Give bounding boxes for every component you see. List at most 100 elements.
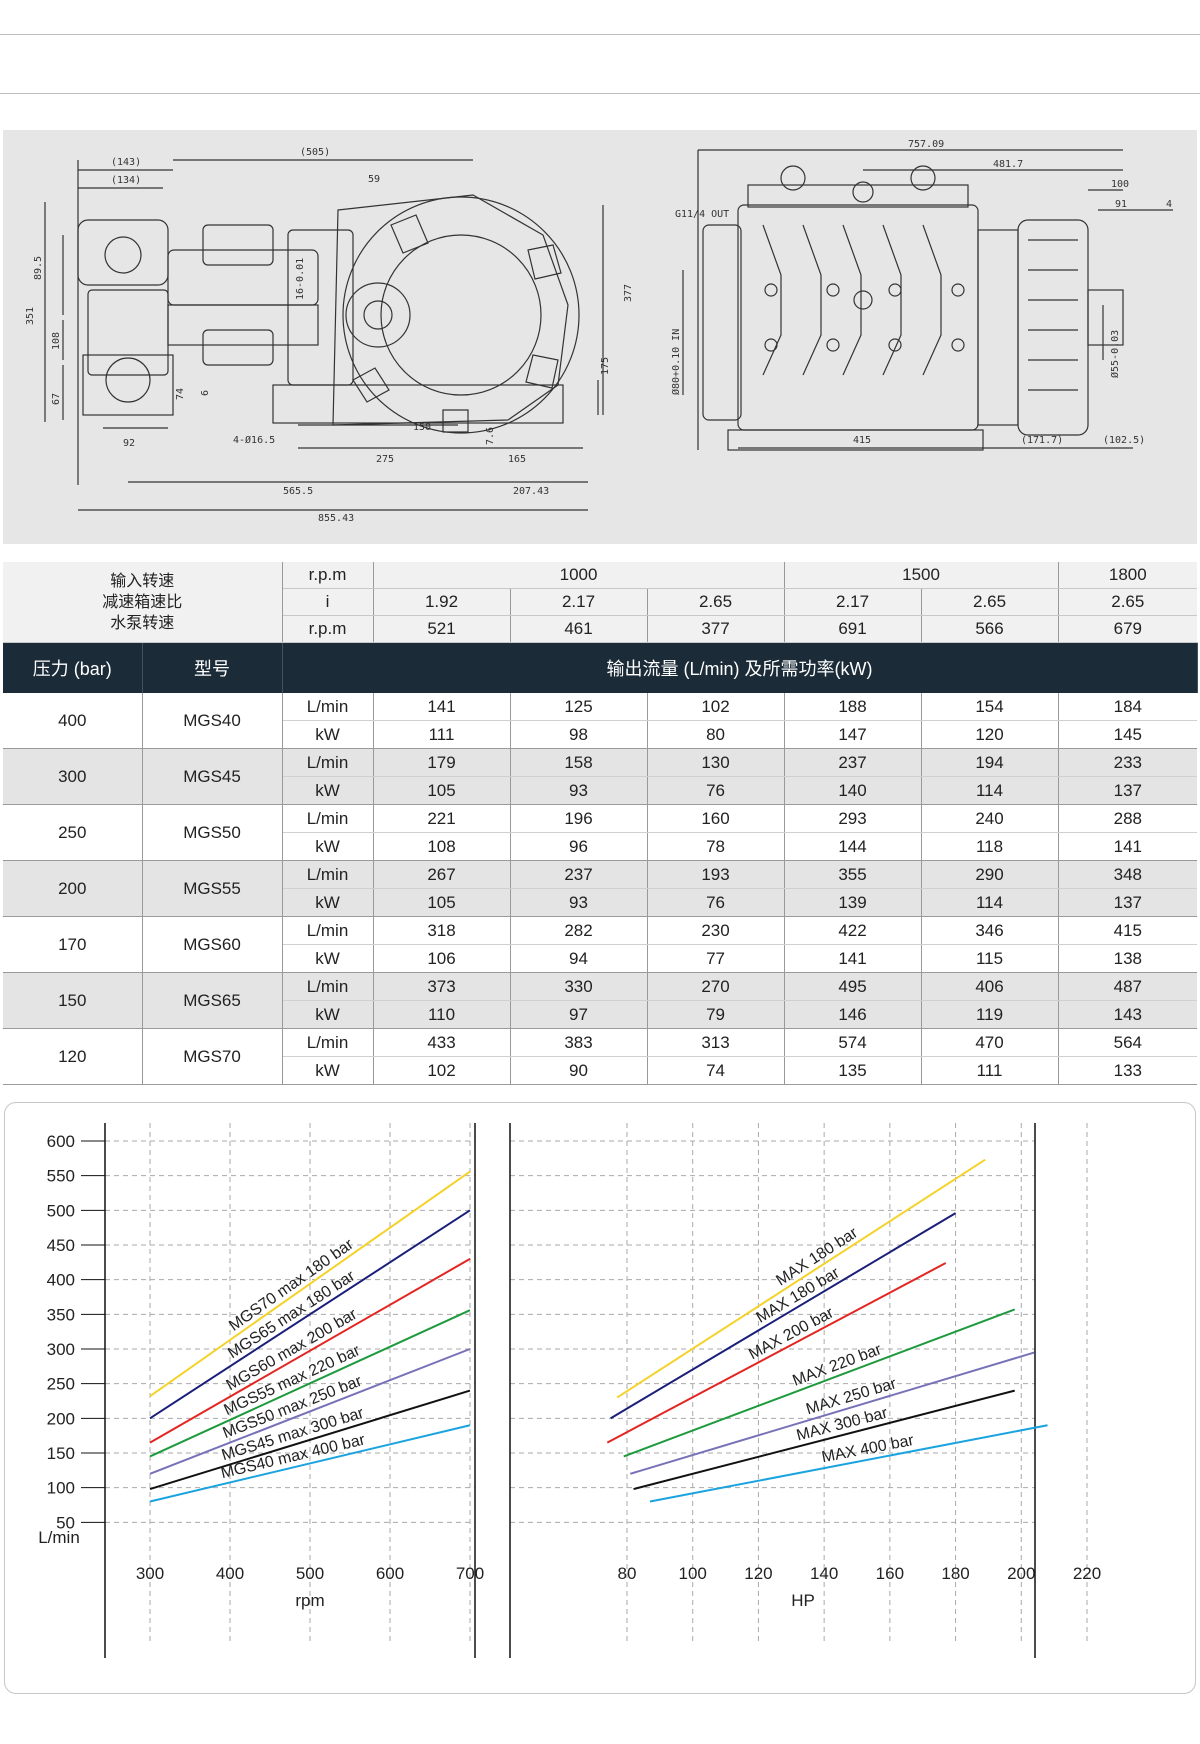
pump-speed-cell: 521 (373, 615, 511, 643)
dim-left-18: 175 (600, 357, 611, 375)
gear-housing-outer (342, 196, 580, 434)
flow-value-cell: 158 (510, 748, 648, 777)
flow-value-cell: 130 (647, 748, 785, 777)
unit-ratio: i (282, 588, 374, 616)
gearbox-end-outline (1017, 219, 1089, 436)
power-value-cell: 110 (373, 1000, 511, 1029)
dim-left-3: (505) (300, 147, 330, 158)
dim-right-7: Ø80+0.10 IN (670, 329, 682, 395)
series-line (623, 1308, 1016, 1458)
power-value-cell: 96 (510, 832, 648, 861)
input-speed-1000: 1000 (373, 562, 785, 589)
x-tick-label: 120 (744, 1564, 772, 1583)
pressure-cell: 200 (3, 860, 143, 917)
flow-value-cell: 290 (921, 860, 1059, 889)
power-value-cell: 137 (1058, 888, 1198, 917)
power-value-cell: 120 (921, 720, 1059, 749)
flow-value-cell: 125 (510, 693, 648, 721)
gear-ratio-label: 减速箱速比 (102, 593, 183, 611)
dim-right-3: 100 (1111, 179, 1129, 190)
flow-value-cell: 383 (510, 1028, 648, 1057)
series-line (149, 1257, 471, 1444)
dim-left-8: 67 (51, 393, 62, 405)
flow-value-cell: 221 (373, 804, 511, 833)
power-value-cell: 114 (921, 888, 1059, 917)
power-value-cell: 115 (921, 944, 1059, 973)
y-tick-label: 450 (47, 1236, 75, 1255)
power-unit-cell: kW (282, 720, 374, 749)
power-value-cell: 90 (510, 1056, 648, 1085)
x-tick-label: 200 (1007, 1564, 1035, 1583)
x-tick-label: 220 (1073, 1564, 1101, 1583)
power-value-cell: 119 (921, 1000, 1059, 1029)
flow-value-cell: 102 (647, 693, 785, 721)
dim-left-4: 59 (368, 174, 380, 185)
power-value-cell: 137 (1058, 776, 1198, 805)
pressure-cell: 400 (3, 693, 143, 749)
power-value-cell: 74 (647, 1056, 785, 1085)
flow-unit-cell: L/min (282, 748, 374, 777)
dim-right-8: Ø55-0.03 (1109, 330, 1121, 378)
pump-speed-cell: 377 (647, 615, 785, 643)
flow-value-cell: 574 (784, 1028, 922, 1057)
flow-value-cell: 293 (784, 804, 922, 833)
power-value-cell: 78 (647, 832, 785, 861)
pressure-cell: 120 (3, 1028, 143, 1085)
dim-left-21: 207.43 (513, 486, 549, 497)
flow-value-cell: 282 (510, 916, 648, 945)
power-value-cell: 147 (784, 720, 922, 749)
y-axis-label: L/min (38, 1528, 80, 1547)
x-tick-label: 100 (679, 1564, 707, 1583)
dim-left-6: 351 (25, 307, 36, 325)
power-value-cell: 140 (784, 776, 922, 805)
y-tick-label: 500 (47, 1201, 75, 1220)
flow-value-cell: 193 (647, 860, 785, 889)
y-tick-label: 150 (47, 1444, 75, 1463)
series-line (149, 1348, 471, 1475)
pump-block-outline (737, 204, 979, 431)
series-line (629, 1351, 1035, 1475)
power-unit-cell: kW (282, 944, 374, 973)
flow-value-cell: 406 (921, 972, 1059, 1001)
dim-left-17: 165 (508, 454, 526, 465)
power-value-cell: 133 (1058, 1056, 1198, 1085)
flow-unit-cell: L/min (282, 693, 374, 721)
flow-value-cell: 564 (1058, 1028, 1198, 1057)
output-header: 输出流量 (L/min) 及所需功率(kW) (282, 642, 1198, 693)
flow-value-cell: 422 (784, 916, 922, 945)
y-tick-label: 100 (47, 1479, 75, 1498)
dim-right-10: (171.7) (1021, 435, 1063, 446)
dim-left-20: 565.5 (283, 486, 313, 497)
model-cell: MGS40 (142, 693, 283, 749)
unit-rpm-1: r.p.m (282, 562, 374, 589)
series-line (149, 1170, 471, 1397)
flow-value-cell: 240 (921, 804, 1059, 833)
y-tick-label: 50 (56, 1513, 75, 1532)
power-unit-cell: kW (282, 832, 374, 861)
power-value-cell: 105 (373, 888, 511, 917)
power-value-cell: 80 (647, 720, 785, 749)
input-speed-label: 输入转速 (110, 572, 175, 590)
flow-value-cell: 230 (647, 916, 785, 945)
dim-right-5: 4 (1166, 199, 1172, 210)
dim-right-6: G11/4 OUT (675, 209, 729, 220)
flow-value-cell: 373 (373, 972, 511, 1001)
power-value-cell: 97 (510, 1000, 648, 1029)
model-cell: MGS70 (142, 1028, 283, 1085)
x-axis-label: rpm (295, 1591, 324, 1610)
flow-unit-cell: L/min (282, 804, 374, 833)
power-value-cell: 114 (921, 776, 1059, 805)
unit-rpm-2: r.p.m (282, 615, 374, 643)
flow-unit-cell: L/min (282, 1028, 374, 1057)
flow-value-cell: 288 (1058, 804, 1198, 833)
x-tick-label: 80 (618, 1564, 637, 1583)
ratio-cell: 2.65 (647, 588, 785, 616)
power-value-cell: 141 (784, 944, 922, 973)
